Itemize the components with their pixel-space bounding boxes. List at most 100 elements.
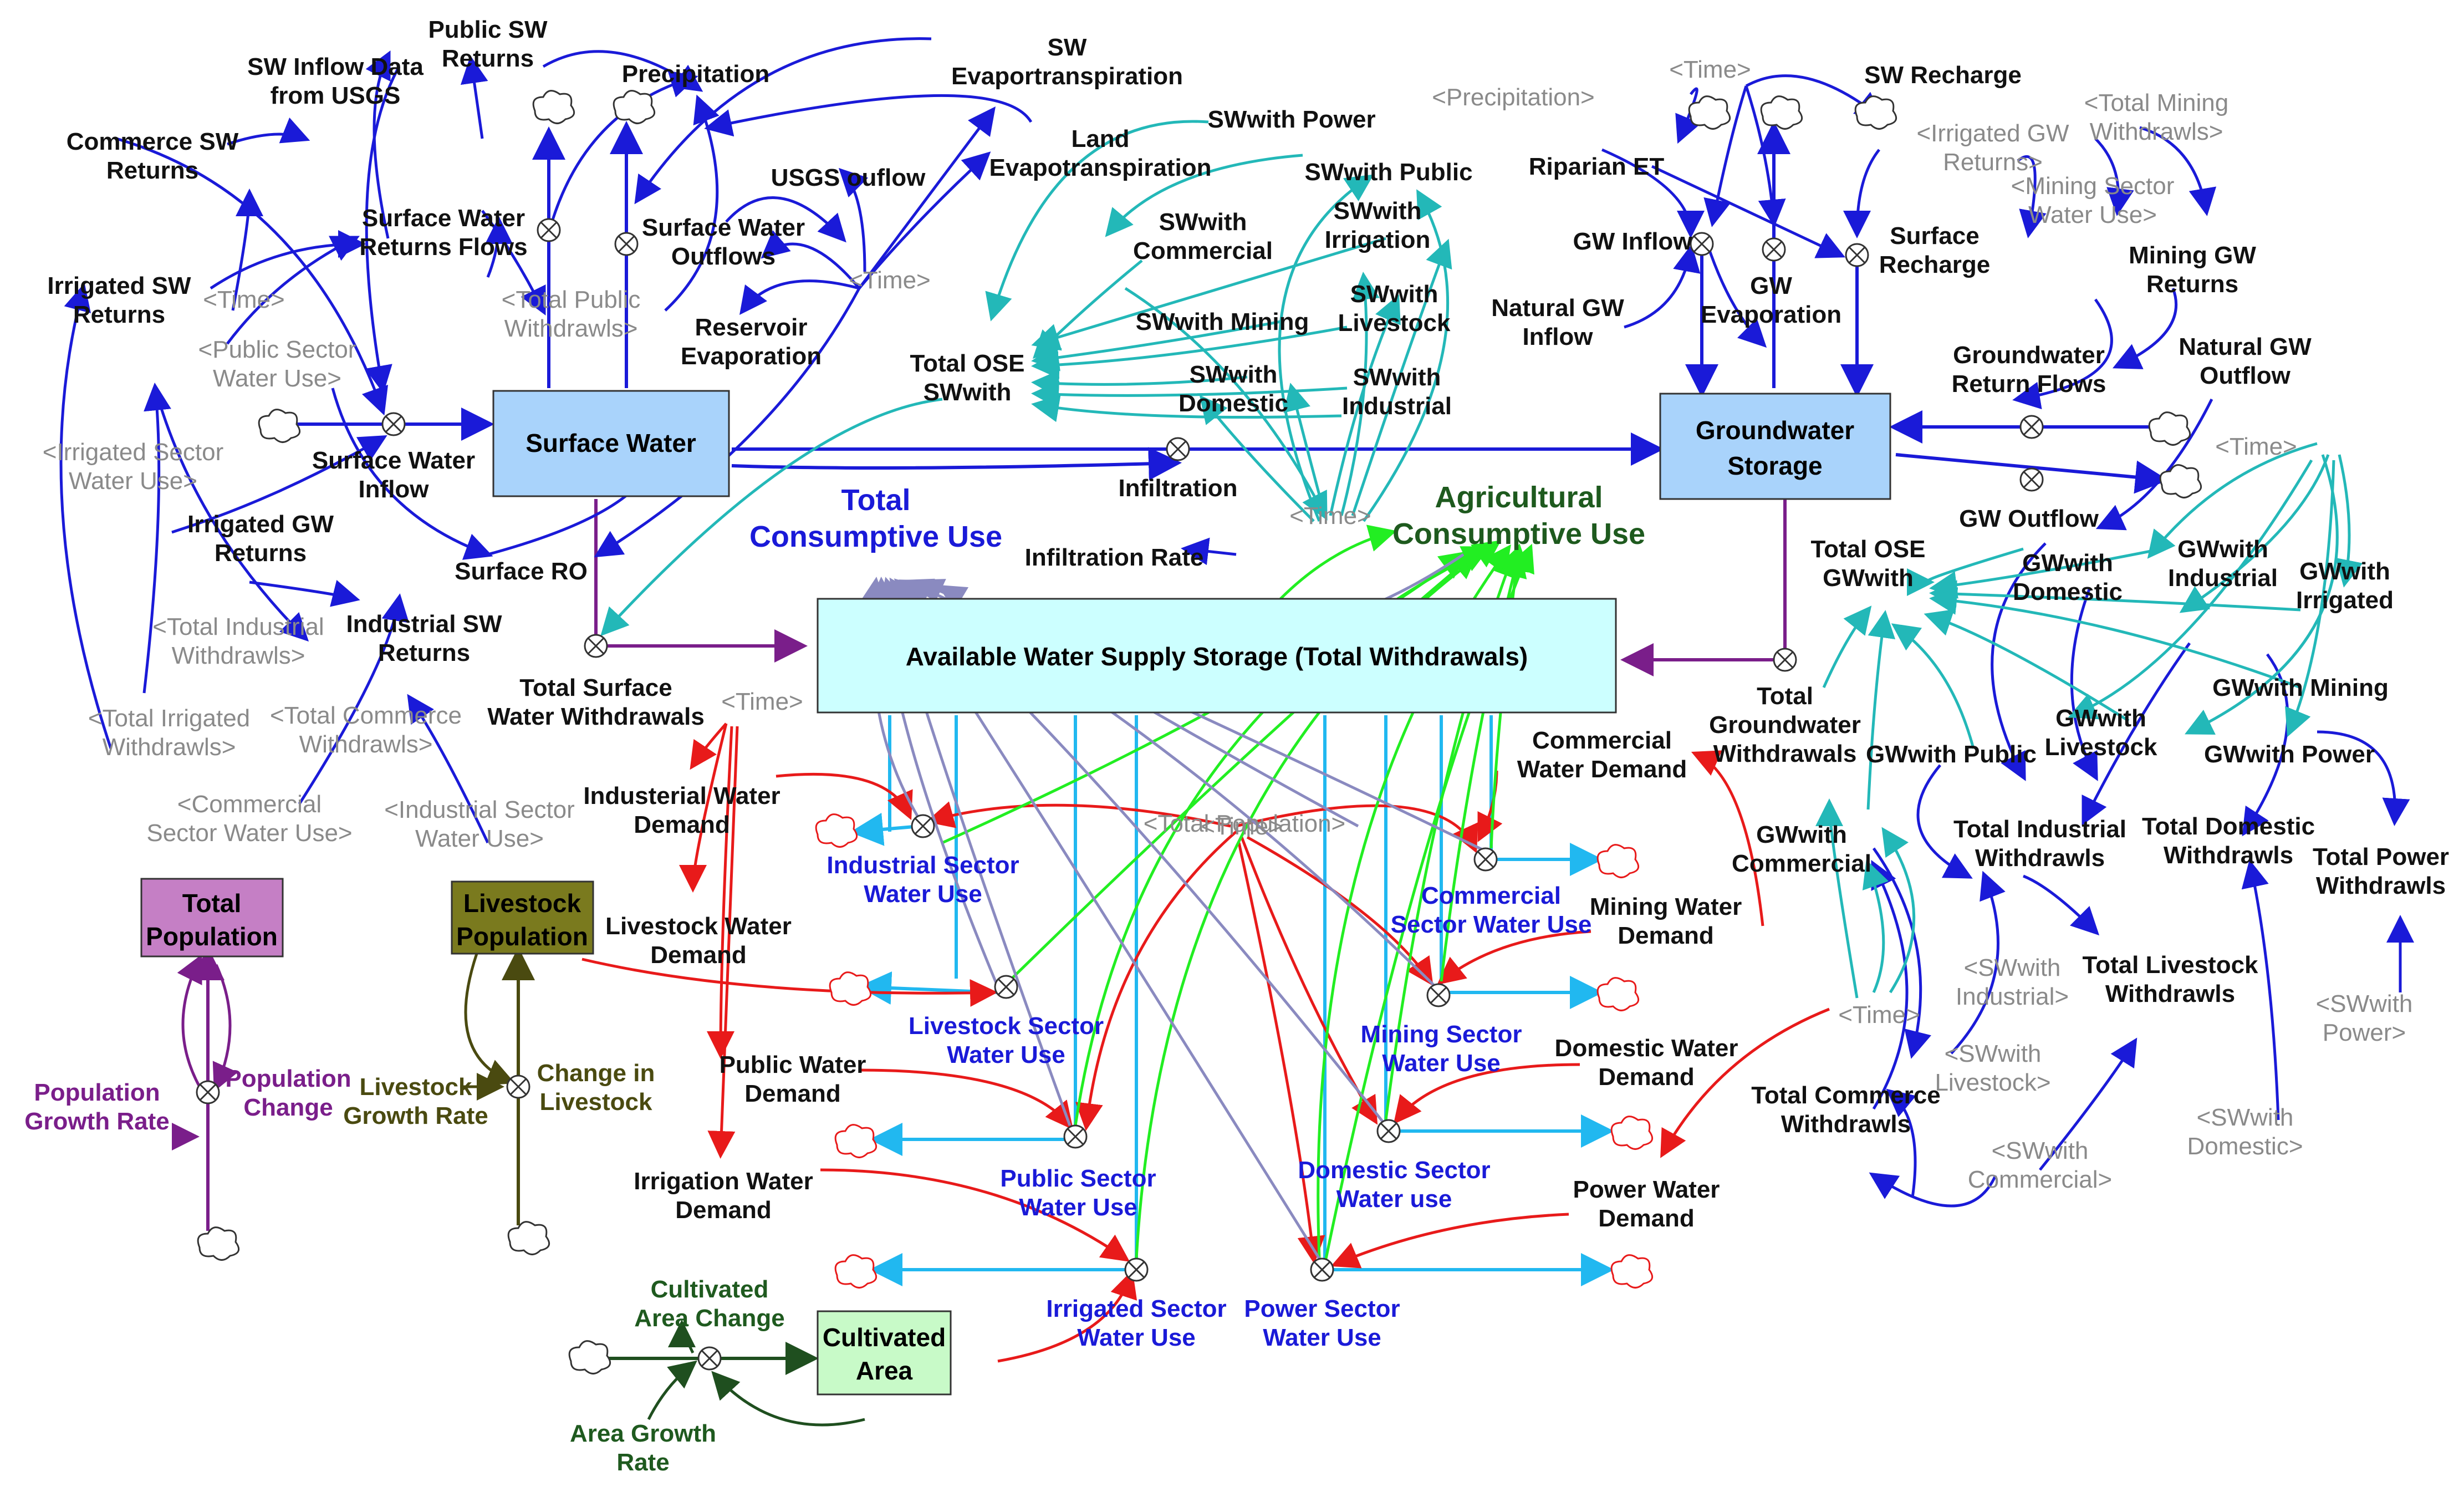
label-gwwith-power: GWwith Power xyxy=(2204,741,2375,768)
label-precipitation: Precipitation xyxy=(622,60,770,88)
label-swwith-mining: SWwith Mining xyxy=(1136,308,1309,335)
cultivated-area-stock: Cultivated Area xyxy=(817,1310,952,1396)
groundwater-label-line1: Groundwater xyxy=(1696,416,1854,445)
groundwater-storage-stock: Groundwater Storage xyxy=(1659,393,1891,500)
shadow-time: <Time> xyxy=(1289,502,1371,529)
total-population-line2: Population xyxy=(146,922,278,951)
shadow-time: <Time> xyxy=(1201,813,1283,840)
total-population-stock: Total Population xyxy=(140,878,284,958)
label-swwith-power: SWwith Power xyxy=(1207,106,1375,133)
cultivated-area-line2: Area xyxy=(856,1356,913,1385)
small-sector-links xyxy=(172,953,865,1427)
label-gwwith-mining: GWwith Mining xyxy=(2212,674,2389,701)
surface-water-stock: Surface Water xyxy=(492,390,730,497)
red-links xyxy=(581,722,1830,1363)
shadow-time: <Time> xyxy=(1669,56,1751,83)
livestock-population-stock: Livestock Population xyxy=(451,880,594,955)
livestock-population-line1: Livestock xyxy=(463,889,581,918)
label-riparian-et: Riparian ET xyxy=(1529,153,1665,180)
livestock-population-line2: Population xyxy=(456,922,588,951)
label-gw-outflow: GW Outflow xyxy=(1959,505,2099,532)
label-swwith-public: SWwith Public xyxy=(1304,159,1472,186)
label-usgs-ouflow: USGS ouflow xyxy=(771,164,926,191)
label-surface-ro: Surface RO xyxy=(455,558,588,585)
surface-water-label: Surface Water xyxy=(526,429,696,457)
cultivated-area-line1: Cultivated xyxy=(823,1323,946,1352)
shadow-time: <Time> xyxy=(849,267,931,294)
shadow-time: <Time> xyxy=(1838,1001,1920,1028)
cyan-links xyxy=(600,120,2363,999)
label-infiltration: Infiltration xyxy=(1118,475,1237,502)
red-clouds xyxy=(815,813,1654,1289)
shadow-precipitation: <Precipitation> xyxy=(1432,84,1595,111)
shadow-time: <Time> xyxy=(203,286,285,313)
available-water-supply-stock: Available Water Supply Storage (Total Wi… xyxy=(817,598,1617,714)
groundwater-label-line2: Storage xyxy=(1727,451,1822,480)
